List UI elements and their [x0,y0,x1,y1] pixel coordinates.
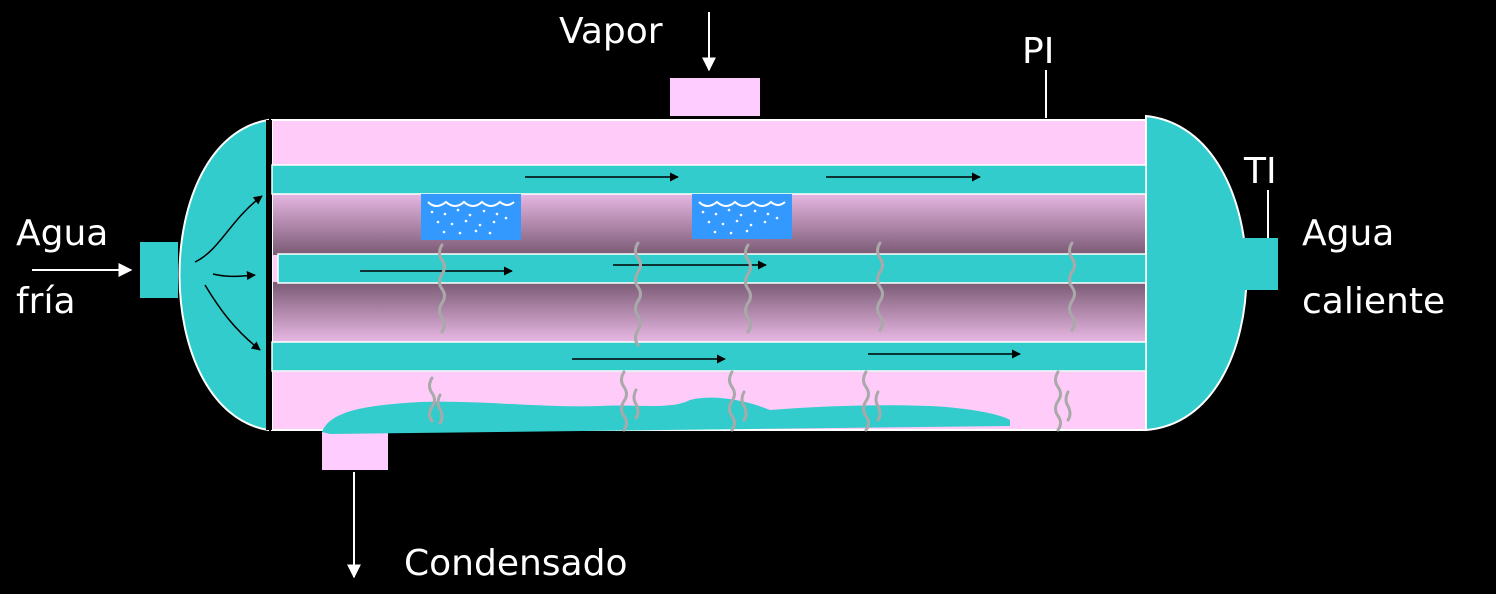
condensate-pool [322,397,1010,434]
tube-flow-arrows [360,172,1021,364]
tube-middle [277,253,1147,284]
vapor-nozzle [670,78,760,116]
pi-label: PI [1022,31,1054,72]
cold-water-nozzle [140,242,178,298]
tube-top [271,164,1147,195]
right-head [1145,114,1248,432]
hot-water-label-line1: Agua [1302,213,1394,254]
steam-wisps [428,241,1076,432]
left-head [178,118,269,432]
cold-water-label-line2: fría [16,281,76,322]
condensate-label: Condensado [404,543,628,584]
vapor-label: Vapor [559,11,663,52]
condensation-box-2 [692,194,792,239]
cold-water-label-line1: Agua [16,213,108,254]
hot-water-label-line2: caliente [1302,281,1445,322]
inlet-distribution-arrows [194,195,263,351]
tube-sheet-left [266,120,272,430]
hot-water-nozzle [1242,238,1278,290]
condensation-box-1 [421,194,521,240]
ti-label: TI [1243,151,1277,192]
tube-bottom [271,341,1147,372]
condensate-nozzle [322,432,388,470]
